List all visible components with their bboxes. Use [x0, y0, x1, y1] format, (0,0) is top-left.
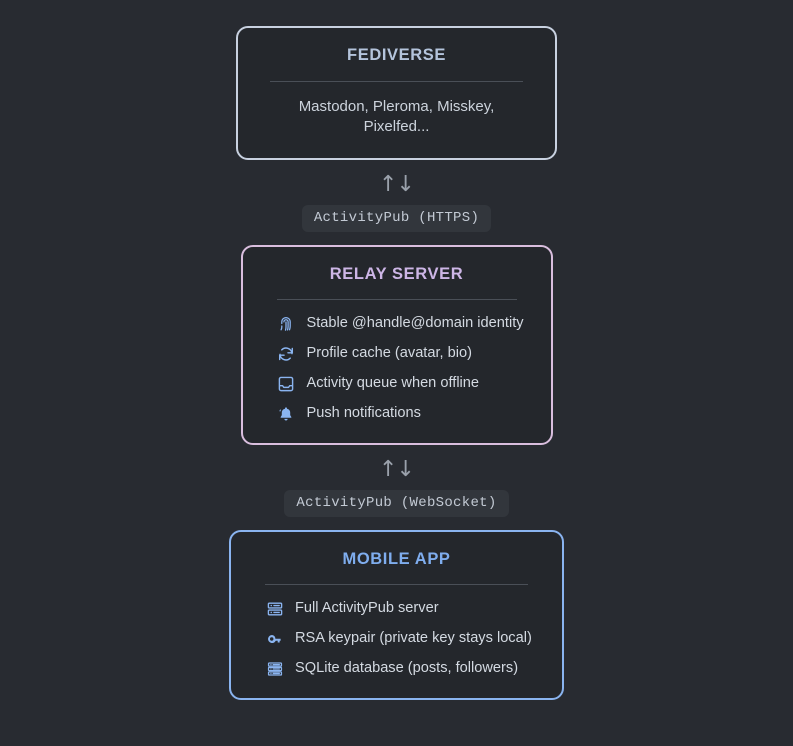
server-icon — [265, 599, 284, 618]
sync-icon — [277, 344, 296, 363]
node-relay-server: RELAY SERVER Stable @handle@domain ident… — [240, 245, 553, 445]
node-relay-server-feature-list: Stable @handle@domain identity Profile c… — [269, 314, 525, 423]
node-fediverse-title: FEDIVERSE — [347, 46, 446, 64]
node-mobile-app-feature-list: Full ActivityPub server RSA keypair (pri… — [257, 599, 536, 678]
list-item: RSA keypair (private key stays local) — [265, 629, 536, 648]
list-item: Profile cache (avatar, bio) — [277, 344, 525, 363]
connector-relay-to-mobile-label: ActivityPub (WebSocket) — [284, 490, 509, 517]
node-fediverse: FEDIVERSE Mastodon, Pleroma, Misskey, Pi… — [236, 26, 557, 160]
database-icon — [265, 659, 284, 678]
connector-relay-to-mobile: ↑↓ ActivityPub (WebSocket) — [284, 445, 509, 530]
node-mobile-app-divider — [265, 584, 528, 585]
inbox-icon — [277, 374, 296, 393]
connector-fediverse-to-relay: ↑↓ ActivityPub (HTTPS) — [301, 160, 492, 245]
node-relay-server-title: RELAY SERVER — [329, 265, 464, 283]
list-item-label: RSA keypair (private key stays local) — [295, 630, 532, 647]
list-item: Stable @handle@domain identity — [277, 314, 525, 333]
list-item-label: Push notifications — [306, 405, 421, 422]
list-item: SQLite database (posts, followers) — [265, 659, 536, 678]
bidirectional-arrow-icon: ↑↓ — [379, 457, 415, 482]
node-mobile-app-title: MOBILE APP — [342, 550, 451, 568]
fingerprint-icon — [277, 314, 296, 333]
list-item-label: SQLite database (posts, followers) — [295, 660, 519, 677]
key-icon — [265, 629, 284, 648]
list-item: Push notifications — [277, 404, 525, 423]
bell-icon — [277, 404, 296, 423]
bidirectional-arrow-icon: ↑↓ — [379, 172, 415, 197]
list-item: Full ActivityPub server — [265, 599, 536, 618]
node-fediverse-divider — [270, 81, 523, 82]
node-mobile-app: MOBILE APP Full ActivityPub server — [229, 530, 564, 700]
node-relay-server-divider — [276, 299, 517, 300]
list-item-label: Profile cache (avatar, bio) — [306, 345, 472, 362]
list-item-label: Full ActivityPub server — [295, 600, 439, 617]
connector-fediverse-to-relay-label: ActivityPub (HTTPS) — [301, 205, 492, 232]
list-item-label: Activity queue when offline — [306, 375, 480, 392]
node-fediverse-subtitle: Mastodon, Pleroma, Misskey, Pixelfed... — [298, 98, 495, 135]
list-item-label: Stable @handle@domain identity — [306, 315, 524, 332]
list-item: Activity queue when offline — [277, 374, 525, 393]
